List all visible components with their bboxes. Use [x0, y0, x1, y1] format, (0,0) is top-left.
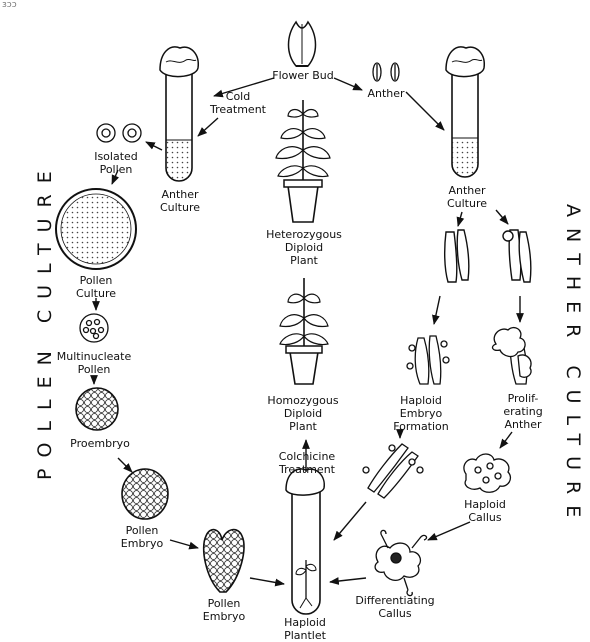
multinucleate-pollen-illustration: [80, 314, 108, 342]
label-line: Pollen: [94, 163, 138, 176]
label-line: Embryo: [393, 407, 449, 420]
pollen-embryo-heart-illustration: [204, 530, 244, 592]
label-line: Pollen: [203, 597, 245, 610]
anther-with-embryos-illustration: [363, 444, 423, 498]
label-line: Treatment: [210, 103, 266, 116]
label-line: Plant: [267, 420, 338, 433]
label-line: Culture: [76, 287, 116, 300]
label-line: Anther: [503, 418, 542, 431]
homozygous-plant-illustration: [280, 278, 328, 384]
pollen-culture-dish: [56, 189, 136, 269]
label-line: Plant: [266, 254, 342, 267]
label-line: Homozygous: [267, 394, 338, 407]
label-line: Heterozygous: [266, 228, 342, 241]
right-test-tube: [446, 47, 484, 177]
label-line: Embryo: [121, 537, 163, 550]
proembryo-illustration: [76, 388, 118, 430]
label-line: Pollen: [76, 274, 116, 287]
label-line: Multinucleate: [57, 350, 132, 363]
side-title-anther-culture: ANTHER CULTURE: [562, 204, 584, 528]
label-line: Flower Bud: [272, 69, 333, 82]
label-line: Treatment: [279, 463, 335, 476]
haploid-callus-illustration: [464, 454, 511, 492]
anther-illustration: [373, 63, 399, 81]
label-anther: Anther: [367, 87, 404, 100]
label-line: Anther: [447, 184, 487, 197]
label-line: Diploid: [266, 241, 342, 254]
label-line: Pollen: [57, 363, 132, 376]
flower-bud-illustration: [289, 22, 316, 66]
label-line: Diploid: [267, 407, 338, 420]
label-line: Colchicine: [279, 450, 335, 463]
label-line: Embryo: [203, 610, 245, 623]
label-line: Differentiating: [355, 594, 434, 607]
anther-pair-right: [503, 230, 531, 282]
heterozygous-plant-illustration: [276, 100, 330, 222]
label-line: Anther: [160, 188, 200, 201]
haploid-embryo-formation-illustration: [407, 336, 449, 384]
label-line: erating: [503, 405, 542, 418]
label-line: Prolif-: [503, 392, 542, 405]
label-flower-bud: Flower Bud: [272, 69, 333, 82]
label-line: Cold: [210, 90, 266, 103]
isolated-pollen-illustration: [97, 124, 141, 142]
pollen-embryo-oval-illustration: [122, 469, 168, 519]
label-line: Callus: [355, 607, 434, 620]
label-line: Haploid: [393, 394, 449, 407]
label-line: Anther: [367, 87, 404, 100]
label-line: Formation: [393, 420, 449, 433]
label-line: Haploid: [464, 498, 506, 511]
label-line: Culture: [160, 201, 200, 214]
label-line: Callus: [464, 511, 506, 524]
label-line: Culture: [447, 197, 487, 210]
haploid-plantlet-tube: [286, 469, 324, 614]
proliferating-anther-illustration: [493, 328, 532, 384]
anther-pair-left: [445, 230, 469, 282]
label-line: Proembryo: [70, 437, 130, 450]
differentiating-callus-illustration: [375, 530, 426, 595]
label-line: Pollen: [121, 524, 163, 537]
label-proembryo: Proembryo: [70, 437, 130, 450]
label-line: Haploid: [284, 616, 326, 629]
side-title-pollen-culture: POLLEN CULTURE: [34, 160, 56, 480]
label-line: Plantlet: [284, 629, 326, 642]
left-test-tube: [160, 47, 198, 181]
label-line: Isolated: [94, 150, 138, 163]
